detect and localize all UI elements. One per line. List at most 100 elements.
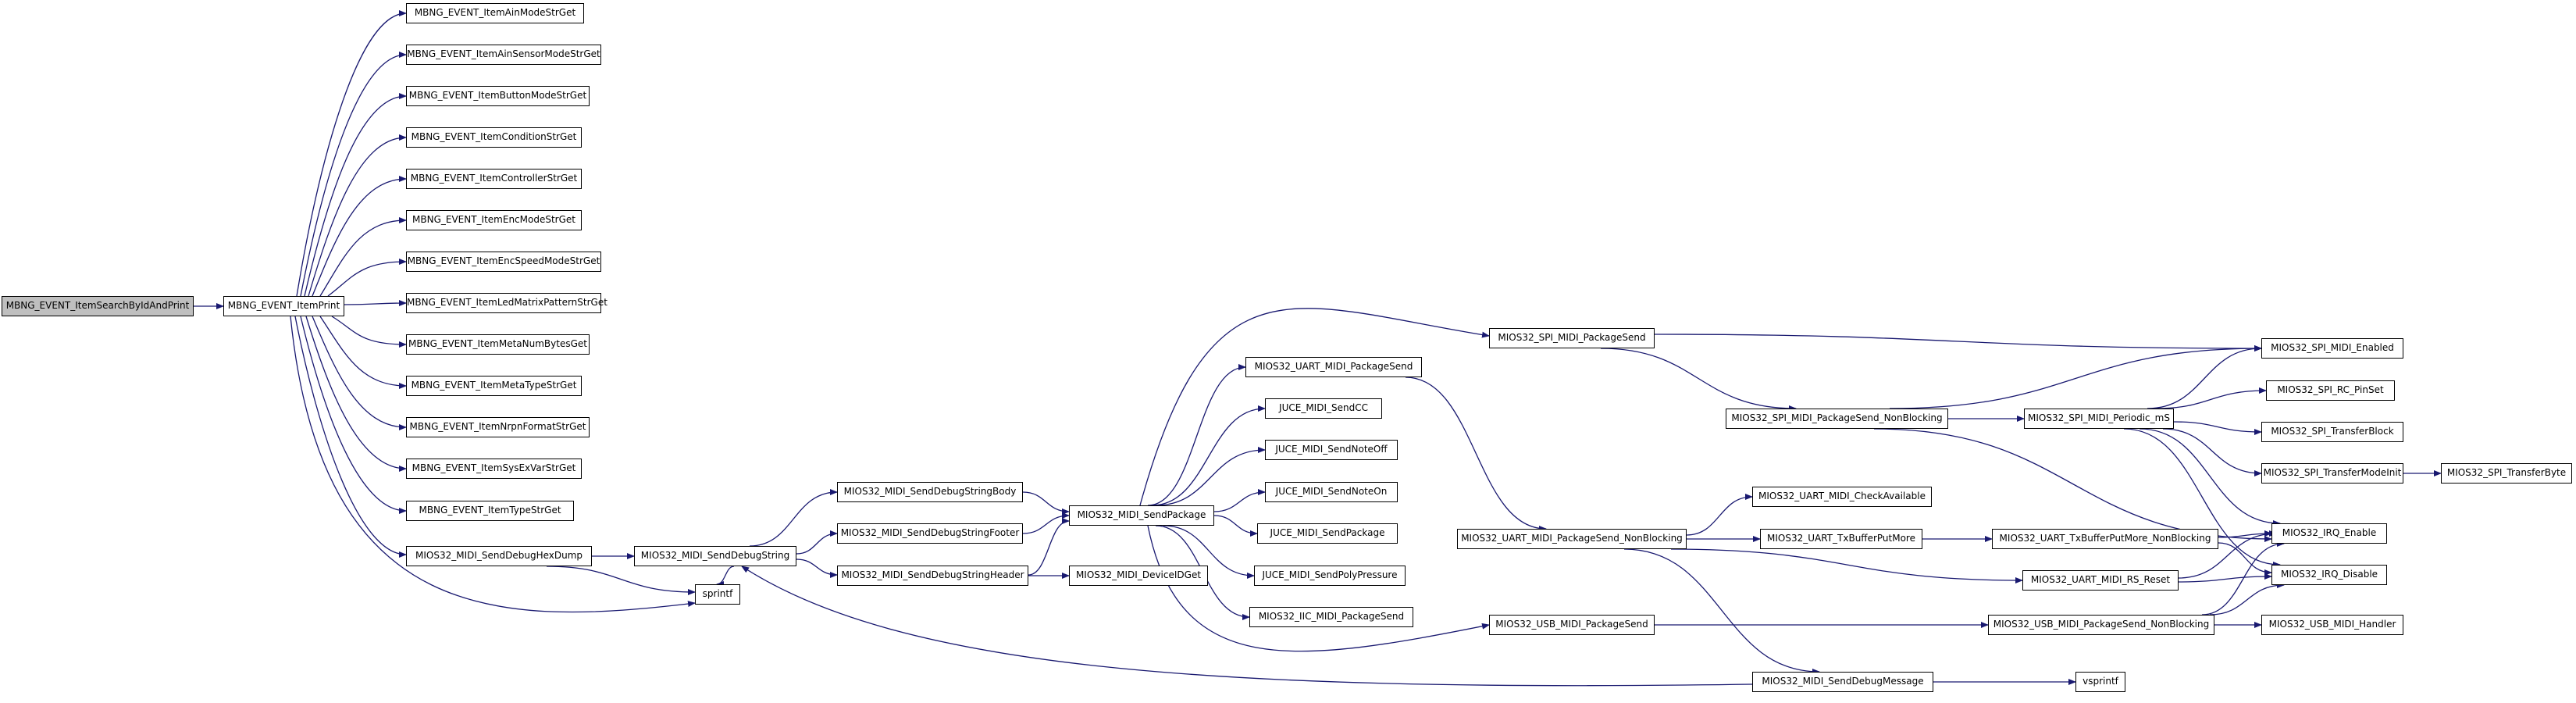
e-sendpackage-jpoly <box>1163 525 1255 579</box>
e-body-sendpackage <box>1022 491 1070 515</box>
e-spinb-irqenable <box>1873 428 2272 542</box>
e-hexdump-sprintf <box>546 566 696 595</box>
node-spi-transferbyte[interactable]: MIOS32_SPI_TransferByte <box>2441 463 2572 484</box>
node-juce-sendpolypressure[interactable]: JUCE_MIDI_SendPolyPressure <box>1254 566 1406 586</box>
e-periodic-irqdisable <box>2123 428 2281 568</box>
node-juce-sendcc[interactable]: JUCE_MIDI_SendCC <box>1265 398 1382 419</box>
e-uartnb-rsreset <box>1670 548 2023 583</box>
node-spi-transferblock[interactable]: MIOS32_SPI_TransferBlock <box>2261 422 2403 442</box>
node-itemainmodestrget[interactable]: MBNG_EVENT_ItemAinModeStrGet <box>406 3 584 23</box>
node-irq-disable[interactable]: MIOS32_IRQ_Disable <box>2271 565 2387 585</box>
node-senddebugstringheader[interactable]: MIOS32_MIDI_SendDebugStringHeader <box>837 566 1028 586</box>
node-iic-midi-packagesend[interactable]: MIOS32_IIC_MIDI_PackageSend <box>1249 607 1413 627</box>
e-spinb-enabled <box>1889 345 2262 409</box>
node-mbng-event-itemprint[interactable]: MBNG_EVENT_ItemPrint <box>223 296 344 316</box>
e-sendpackage-jnoteoff <box>1155 447 1266 506</box>
e-itemprint-metatype <box>319 316 407 389</box>
e-debugstring-sprintf <box>716 566 735 587</box>
e-usbnb-irqdisable <box>2209 582 2285 616</box>
node-itemmetatypestrget[interactable]: MBNG_EVENT_ItemMetaTypeStrGet <box>406 376 582 396</box>
e-itemprint-encmode <box>319 217 407 297</box>
node-itemainsensormodestrget[interactable]: MBNG_EVENT_ItemAinSensorModeStrGet <box>406 45 601 65</box>
e-spisend-enabled <box>1654 334 2262 352</box>
e-uartnb-checkavail <box>1686 494 1753 536</box>
e-debugstring-body <box>749 489 838 547</box>
node-sprintf[interactable]: sprintf <box>695 584 740 605</box>
node-itemcontrollerstrget[interactable]: MBNG_EVENT_ItemControllerStrGet <box>406 169 582 189</box>
node-mbng-event-itemsearchbyidandprint[interactable]: MBNG_EVENT_ItemSearchByIdAndPrint <box>2 296 194 316</box>
node-uart-rs-reset[interactable]: MIOS32_UART_MIDI_RS_Reset <box>2022 570 2179 591</box>
node-spi-midi-enabled[interactable]: MIOS32_SPI_MIDI_Enabled <box>2261 338 2403 359</box>
e-itemprint-nrpn <box>312 316 407 430</box>
node-itemconditionstrget[interactable]: MBNG_EVENT_ItemConditionStrGet <box>406 127 582 148</box>
node-itemsysexvarstrget[interactable]: MBNG_EVENT_ItemSysExVarStrGet <box>406 459 582 479</box>
e-periodic-transfermodeinit <box>2162 428 2262 476</box>
e-uartsend-uartnb <box>1405 376 1547 532</box>
node-senddebugmessage[interactable]: MIOS32_MIDI_SendDebugMessage <box>1752 672 1933 692</box>
node-uart-packagesend-nonblocking[interactable]: MIOS32_UART_MIDI_PackageSend_NonBlocking <box>1457 529 1687 549</box>
e-debugmsg-debugstring <box>741 566 1753 687</box>
node-juce-sendnoteon[interactable]: JUCE_MIDI_SendNoteOn <box>1265 482 1398 502</box>
node-usb-midi-packagesend[interactable]: MIOS32_USB_MIDI_PackageSend <box>1489 615 1655 635</box>
e-rsreset-irqenable <box>2178 530 2277 579</box>
node-uart-midi-packagesend[interactable]: MIOS32_UART_MIDI_PackageSend <box>1245 357 1422 377</box>
e-sendpackage-spisend <box>1139 308 1490 506</box>
e-itemprint-sprintf <box>290 316 696 613</box>
node-uart-txbufferputmore[interactable]: MIOS32_UART_TxBufferPutMore <box>1760 529 1922 549</box>
e-itemprint-metanum <box>331 316 407 348</box>
node-usb-midi-handler[interactable]: MIOS32_USB_MIDI_Handler <box>2261 615 2403 635</box>
e-uartnb-debugmsg <box>1623 548 1820 675</box>
e-debugstring-footer <box>796 530 838 555</box>
node-itemencspeedmodestrget[interactable]: MBNG_EVENT_ItemEncSpeedModeStrGet <box>406 252 601 272</box>
node-irq-enable[interactable]: MIOS32_IRQ_Enable <box>2271 523 2387 544</box>
e-spisend-spinb <box>1600 348 1797 412</box>
node-itemnrpnformatstrget[interactable]: MBNG_EVENT_ItemNrpnFormatStrGet <box>406 417 590 437</box>
e-sendpackage-jnoteon <box>1213 489 1266 512</box>
e-itemprint-condition <box>308 134 407 297</box>
node-senddebugstringfooter[interactable]: MIOS32_MIDI_SendDebugStringFooter <box>837 523 1023 544</box>
e-itemprint-sysex <box>305 316 407 472</box>
e-periodic-irqenable <box>2139 428 2281 526</box>
node-itembuttonmodestrget[interactable]: MBNG_EVENT_ItemButtonModeStrGet <box>406 86 590 106</box>
node-vsprintf[interactable]: vsprintf <box>2075 672 2125 692</box>
node-spi-periodic-ms[interactable]: MIOS32_SPI_MIDI_Periodic_mS <box>2024 409 2174 429</box>
node-spi-rc-pinset[interactable]: MIOS32_SPI_RC_PinSet <box>2266 380 2395 401</box>
e-sendpackage-usbsend <box>1147 525 1490 652</box>
node-itemledmatrixpatternstrget[interactable]: MBNG_EVENT_ItemLedMatrixPatternStrGet <box>406 293 607 313</box>
node-itemmetanumbytesget[interactable]: MBNG_EVENT_ItemMetaNumBytesGet <box>406 334 590 355</box>
e-periodic-enabled <box>2147 345 2262 409</box>
e-itemprint-controller <box>312 176 407 297</box>
e-header-sendpackage <box>1028 518 1070 576</box>
e-periodic-transferblock <box>2173 421 2262 435</box>
node-uart-checkavailable[interactable]: MIOS32_UART_MIDI_CheckAvailable <box>1752 487 1932 507</box>
node-itemtypestrget[interactable]: MBNG_EVENT_ItemTypeStrGet <box>406 501 574 521</box>
node-usb-packagesend-nonblocking[interactable]: MIOS32_USB_MIDI_PackageSend_NonBlocking <box>1988 615 2214 635</box>
e-txputmorenb-irqenable <box>2218 530 2272 538</box>
e-itemprint-hexdump <box>294 316 407 558</box>
e-sendpackage-uartsend <box>1147 364 1246 506</box>
e-itemprint-buttonmode <box>304 93 407 297</box>
e-itemprint-ledmatrix <box>344 300 407 307</box>
e-itemprint-ainsensor <box>300 52 407 297</box>
node-txbufferputmore-nonblocking[interactable]: MIOS32_UART_TxBufferPutMore_NonBlocking <box>1992 529 2218 549</box>
e-itemprint-typestr <box>300 316 407 514</box>
e-periodic-rcpinset <box>2154 387 2267 409</box>
node-senddebugstring[interactable]: MIOS32_MIDI_SendDebugString <box>634 546 796 566</box>
node-senddebughexdump[interactable]: MIOS32_MIDI_SendDebugHexDump <box>406 546 592 566</box>
node-juce-sendnoteoff[interactable]: JUCE_MIDI_SendNoteOff <box>1265 440 1398 460</box>
e-itemprint-encspeed <box>327 259 407 297</box>
node-sendpackage[interactable]: MIOS32_MIDI_SendPackage <box>1069 505 1214 526</box>
node-juce-sendpackage[interactable]: JUCE_MIDI_SendPackage <box>1257 523 1398 544</box>
node-spi-packagesend-nonblocking[interactable]: MIOS32_SPI_MIDI_PackageSend_NonBlocking <box>1726 409 1948 429</box>
node-spi-transfermodeinit[interactable]: MIOS32_SPI_TransferModeInit <box>2261 463 2403 484</box>
node-itemencmodestrget[interactable]: MBNG_EVENT_ItemEncModeStrGet <box>406 210 582 230</box>
e-rsreset-irqdisable <box>2178 573 2272 583</box>
node-spi-midi-packagesend[interactable]: MIOS32_SPI_MIDI_PackageSend <box>1489 328 1655 348</box>
e-sendpackage-jcc <box>1151 405 1266 506</box>
e-footer-sendpackage <box>1022 512 1070 534</box>
node-senddebugstringbody[interactable]: MIOS32_MIDI_SendDebugStringBody <box>837 482 1023 502</box>
node-mididevicedget[interactable]: MIOS32_MIDI_DeviceIDGet <box>1069 566 1208 586</box>
e-itemprint-ainmode <box>296 10 407 297</box>
e-debugstring-header <box>796 558 838 578</box>
